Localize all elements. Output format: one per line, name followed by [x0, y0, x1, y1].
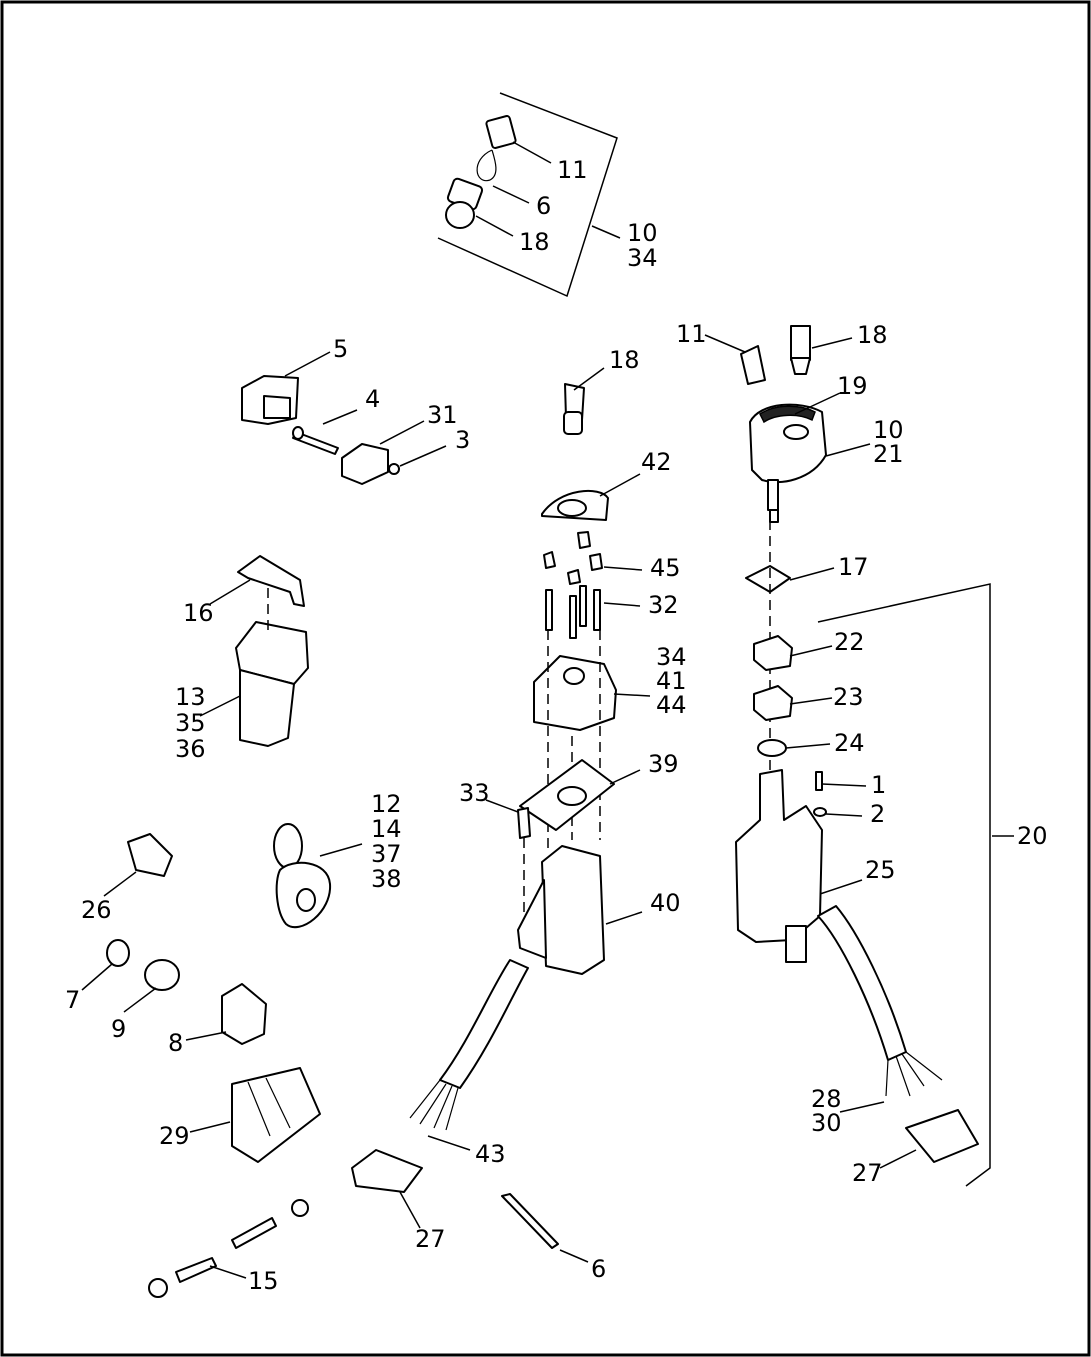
callout-c26: 26 — [81, 896, 112, 924]
center-assembly-group — [148, 473, 651, 1298]
callout-c25: 25 — [865, 856, 896, 884]
callout-c17: 17 — [838, 553, 869, 581]
callout-c4: 4 — [365, 385, 380, 413]
callout-c32: 32 — [648, 591, 679, 619]
callout-c29: 29 — [159, 1122, 190, 1150]
callout-c20: 20 — [1017, 822, 1048, 850]
ignition-switch-head-group — [749, 392, 871, 523]
callout-c16: 16 — [183, 599, 214, 627]
callout-c5: 5 — [333, 335, 348, 363]
callout-c43: 43 — [475, 1140, 506, 1168]
right-assembly-group — [735, 520, 1014, 1187]
callout-c45: 45 — [650, 554, 681, 582]
callout-c42: 42 — [641, 448, 672, 476]
callout-c18b: 18 — [857, 321, 888, 349]
key-kit-group — [437, 92, 621, 298]
callout-c18c: 18 — [609, 346, 640, 374]
callout-c11a: 11 — [557, 156, 588, 184]
switch-cover-group — [241, 351, 447, 485]
callout-c19: 19 — [837, 372, 868, 400]
callout-c24: 24 — [834, 729, 865, 757]
callout-c18a: 18 — [519, 228, 550, 256]
small-components-group — [81, 833, 321, 1163]
callout-c23: 23 — [833, 683, 864, 711]
callout-c40: 40 — [650, 889, 681, 917]
callout-c39: 39 — [648, 750, 679, 778]
callout-c22: 22 — [834, 628, 865, 656]
callout-c1: 1 — [871, 771, 886, 799]
callout-c7: 7 — [65, 986, 80, 1014]
callout-c6a: 6 — [536, 192, 551, 220]
callout-c27b: 27 — [415, 1225, 446, 1253]
callout-c2: 2 — [870, 800, 885, 828]
key-center-group — [563, 367, 605, 435]
callout-c15: 15 — [248, 1267, 279, 1295]
callout-c9: 9 — [111, 1015, 126, 1043]
callout-c33: 33 — [459, 779, 490, 807]
callout-c8: 8 — [168, 1029, 183, 1057]
fuse-holder-group — [199, 555, 309, 747]
gasket-group — [273, 823, 363, 929]
callout-c11b: 11 — [676, 320, 707, 348]
callout-c3: 3 — [455, 426, 470, 454]
callout-c31: 31 — [427, 401, 458, 429]
callout-c27a: 27 — [852, 1159, 883, 1187]
callout-c6b: 6 — [591, 1255, 606, 1283]
keys-right-group — [704, 325, 853, 385]
